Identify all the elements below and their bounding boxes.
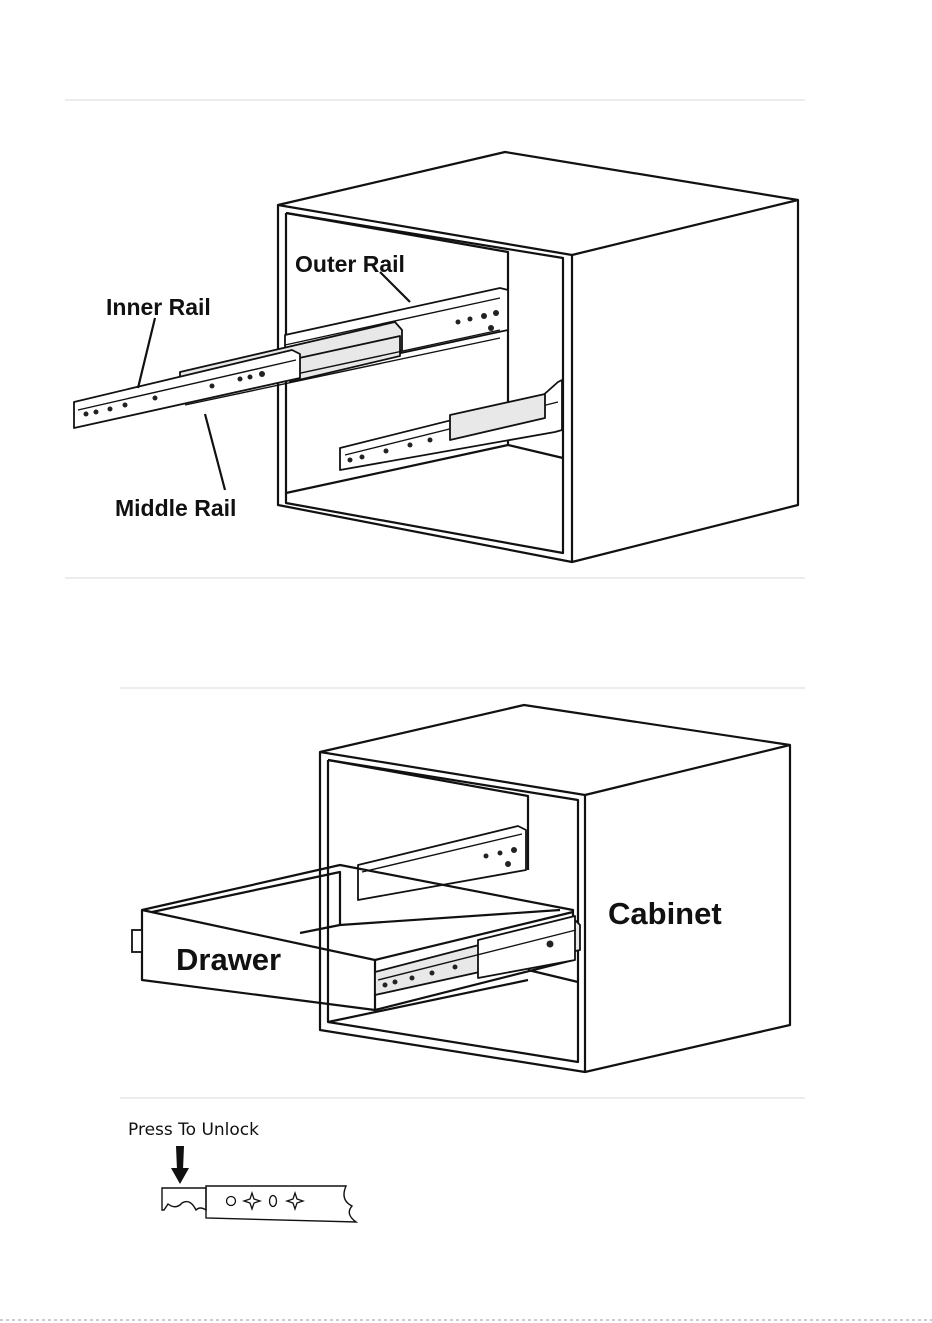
figure-rail-parts: Outer Rail Inner Rail Middle Rail (74, 152, 798, 562)
figure-drawer-installed: Cabinet Drawer (132, 705, 790, 1072)
figure-press-to-unlock: Press To Unlock (128, 1120, 356, 1222)
upper-drawer-rail (358, 826, 526, 900)
rail-segment (206, 1186, 356, 1222)
inner-rail (74, 350, 300, 428)
inner-rail-leader (138, 318, 155, 388)
cabinet-label: Cabinet (608, 896, 722, 931)
press-to-unlock-label: Press To Unlock (128, 1120, 259, 1140)
rail-release-lever (162, 1188, 206, 1210)
inner-rail-label: Inner Rail (106, 294, 211, 320)
middle-rail-label: Middle Rail (115, 495, 236, 521)
middle-rail-leader (205, 414, 225, 490)
drawer-label: Drawer (176, 942, 281, 977)
arrow-down-icon (171, 1146, 189, 1184)
outer-rail-label: Outer Rail (295, 251, 405, 277)
